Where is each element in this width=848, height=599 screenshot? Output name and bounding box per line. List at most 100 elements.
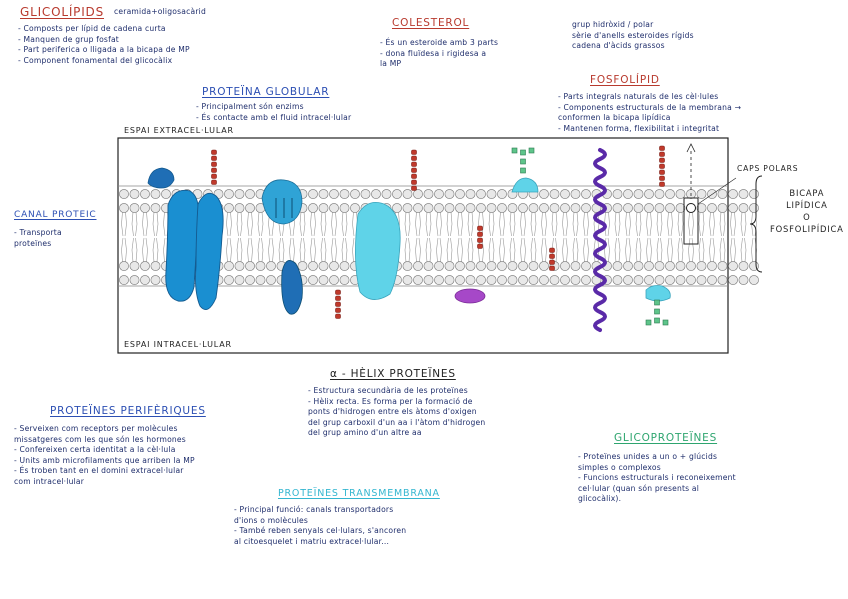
lipid-tail-icon [682,238,684,262]
lipid-tail-icon [419,238,421,262]
lipid-tail-icon [325,238,327,262]
lipid-tail-icon [321,238,323,262]
lipid-tail-icon [521,238,523,262]
phospholipid-head-icon [655,189,664,198]
periferiques-line: com intracel·lular [14,477,195,488]
phospholipid-head-icon [560,261,569,270]
lipid-tail-icon [430,212,432,236]
lipid-tail-icon [577,238,579,262]
phospholipid-head-icon [508,275,517,284]
phospholipid-head-icon [634,189,643,198]
lipid-tail-icon [573,212,575,236]
bicapa-line: FOSFOLIPÍDICA [770,223,844,235]
lipid-tail-icon [272,238,274,262]
phospholipid-head-icon [550,203,559,212]
lipid-tail-icon [689,212,691,236]
phospholipid-head-icon [749,203,758,212]
phospholipid-head-icon [581,275,590,284]
phospholipid-head-icon [676,189,685,198]
lipid-tail-icon [731,238,733,262]
lipid-tail-icon [531,238,533,262]
glycolipid-chain-icon [412,180,417,185]
helix-line: - Hèlix recta. Es forma per la formació … [308,397,485,408]
phospholipid-head-icon [151,261,160,270]
lipid-tail-icon [640,238,642,262]
phospholipid-head-icon [707,261,716,270]
lipid-tail-icon [703,238,705,262]
lipid-tail-icon [657,238,659,262]
phospholipid-head-icon [340,261,349,270]
phospholipid-head-icon [571,275,580,284]
phospholipid-head-icon [340,203,349,212]
phospholipid-head-icon [130,189,139,198]
lipid-tail-icon [661,238,663,262]
phospholipid-head-icon [329,275,338,284]
phospholipid-head-icon [634,275,643,284]
lipid-tail-icon [153,212,155,236]
lipid-tail-icon [720,212,722,236]
phospholipid-head-icon [518,261,527,270]
lipid-tail-icon [626,238,628,262]
lipid-tail-icon [713,212,715,236]
cholesterol-ring-icon [478,232,483,237]
lipid-tail-icon [542,238,544,262]
glycoprotein-chain-icon [655,300,660,305]
phospholipid-head-icon [539,189,548,198]
lipid-tail-icon [451,238,453,262]
lipid-tail-icon [587,238,589,262]
lipid-tail-icon [668,238,670,262]
lipid-tail-icon [136,212,138,236]
lipid-tail-icon [636,212,638,236]
phospholipid-head-icon [119,275,128,284]
phospholipid-head-icon [476,275,485,284]
glycolipid-chain-icon [660,158,665,163]
lipid-tail-icon [745,238,747,262]
lipid-tail-icon [699,212,701,236]
phospholipid-head-icon [445,189,454,198]
lipid-tail-icon [248,238,250,262]
lipid-tail-icon [647,212,649,236]
periferiques-line: - Serveixen com receptors per molècules [14,424,195,435]
lipid-tail-icon [458,212,460,236]
glycoprotein-chain-icon [521,150,526,155]
phospholipid-head-icon [445,261,454,270]
glycolipid-chain-icon [660,170,665,175]
phospholipid-head-icon [235,275,244,284]
phospholipid-head-icon [655,203,664,212]
lipid-tail-icon [304,238,306,262]
lipid-tail-icon [251,212,253,236]
lipid-tail-icon [650,212,652,236]
phospholipid-head-icon [718,275,727,284]
phospholipid-head-icon [403,275,412,284]
glycolipid-chain-icon [660,182,665,187]
lipid-tail-icon [405,212,407,236]
lipid-tail-icon [710,238,712,262]
carbohydrate-chain-icon [336,296,341,301]
phospholipid-head-icon [130,203,139,212]
phospholipid-head-icon [697,261,706,270]
lipid-tail-icon [689,238,691,262]
phospholipid-head-icon [392,189,401,198]
phospholipid-head-icon [508,261,517,270]
lipid-tail-icon [556,212,558,236]
phospholipid-head-icon [476,261,485,270]
lipid-tail-icon [713,238,715,262]
phospholipid-head-icon [140,189,149,198]
phospholipid-head-icon [550,275,559,284]
phospholipid-head-icon [518,203,527,212]
glicoproteines-line: - Funcions estructurals i reconeixement [578,473,736,484]
phospholipid-head-icon [476,203,485,212]
lipid-tail-icon [300,238,302,262]
phospholipid-head-icon [224,261,233,270]
phospholipid-head-icon [266,275,275,284]
lipid-tail-icon [146,238,148,262]
lipid-tail-icon [227,238,229,262]
lipid-tail-icon [615,212,617,236]
phospholipid-head-icon [224,275,233,284]
phospholipid-head-icon [455,203,464,212]
phospholipid-head-icon [119,189,128,198]
glycolipid-chain-icon [212,180,217,185]
helix-line: del grup carboxil d'un aa i l'àtom d'hid… [308,418,485,429]
phospholipid-head-icon [487,275,496,284]
phospholipid-head-icon [697,275,706,284]
